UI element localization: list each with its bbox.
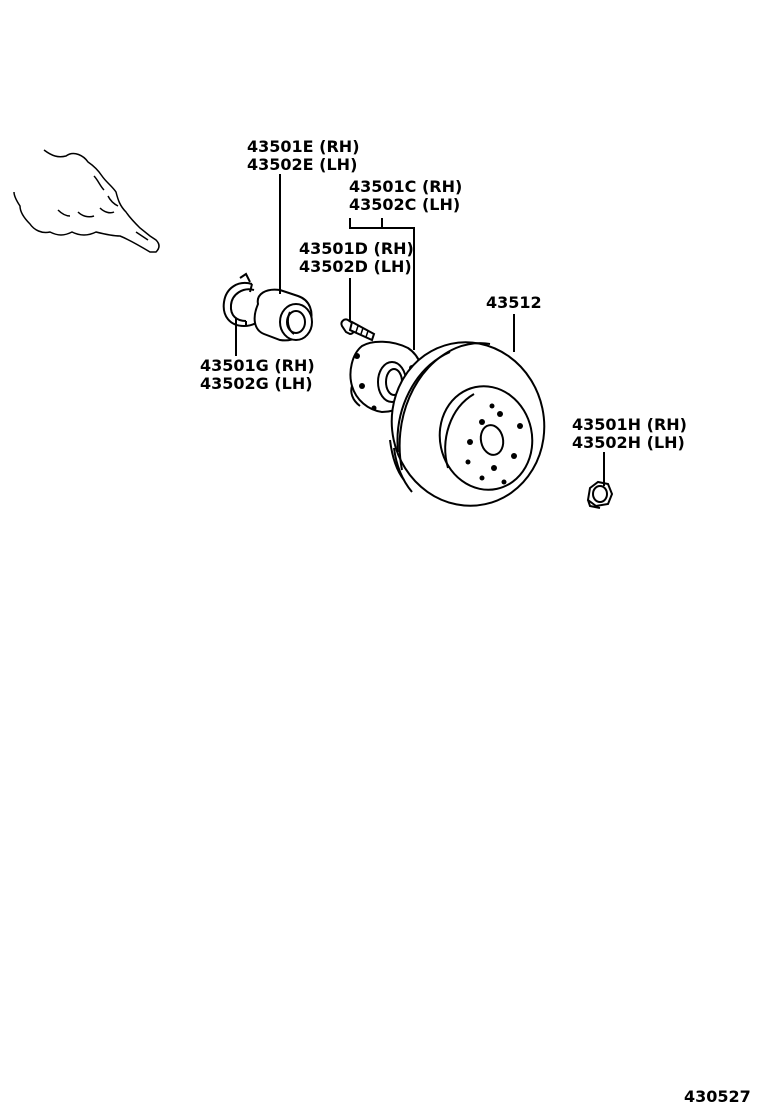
label-snap-ring: 43501G (RH) 43502G (LH) (200, 356, 315, 393)
label-snap-ring-rh: 43501G (RH) (200, 356, 315, 375)
label-bearing: 43501E (RH) 43502E (LH) (247, 137, 360, 174)
label-hub-lh: 43502C (LH) (349, 195, 460, 214)
label-hub-rh: 43501C (RH) (349, 177, 462, 196)
label-nut: 43501H (RH) 43502H (LH) (572, 415, 687, 452)
label-bolt-rh: 43501D (RH) (299, 239, 414, 258)
wheel-bearing-icon (253, 288, 313, 342)
hub-bolt-icon (340, 318, 376, 342)
label-bolt: 43501D (RH) 43502D (LH) (299, 239, 414, 276)
label-bearing-lh: 43502E (LH) (247, 155, 357, 174)
cv-joint-boot-icon (13, 149, 160, 253)
label-snap-ring-lh: 43502G (LH) (200, 374, 313, 393)
label-rotor: 43512 (486, 293, 542, 312)
disc-rotor-icon (389, 341, 546, 507)
label-nut-rh: 43501H (RH) (572, 415, 687, 434)
label-nut-lh: 43502H (LH) (572, 433, 685, 452)
lock-nut-icon (586, 480, 614, 509)
leader-lines (235, 174, 605, 486)
label-bolt-lh: 43502D (LH) (299, 257, 412, 276)
label-hub: 43501C (RH) 43502C (LH) (349, 177, 462, 214)
figure-code: 430527 (684, 1087, 751, 1106)
label-bearing-rh: 43501E (RH) (247, 137, 360, 156)
label-rotor-number: 43512 (486, 293, 542, 312)
